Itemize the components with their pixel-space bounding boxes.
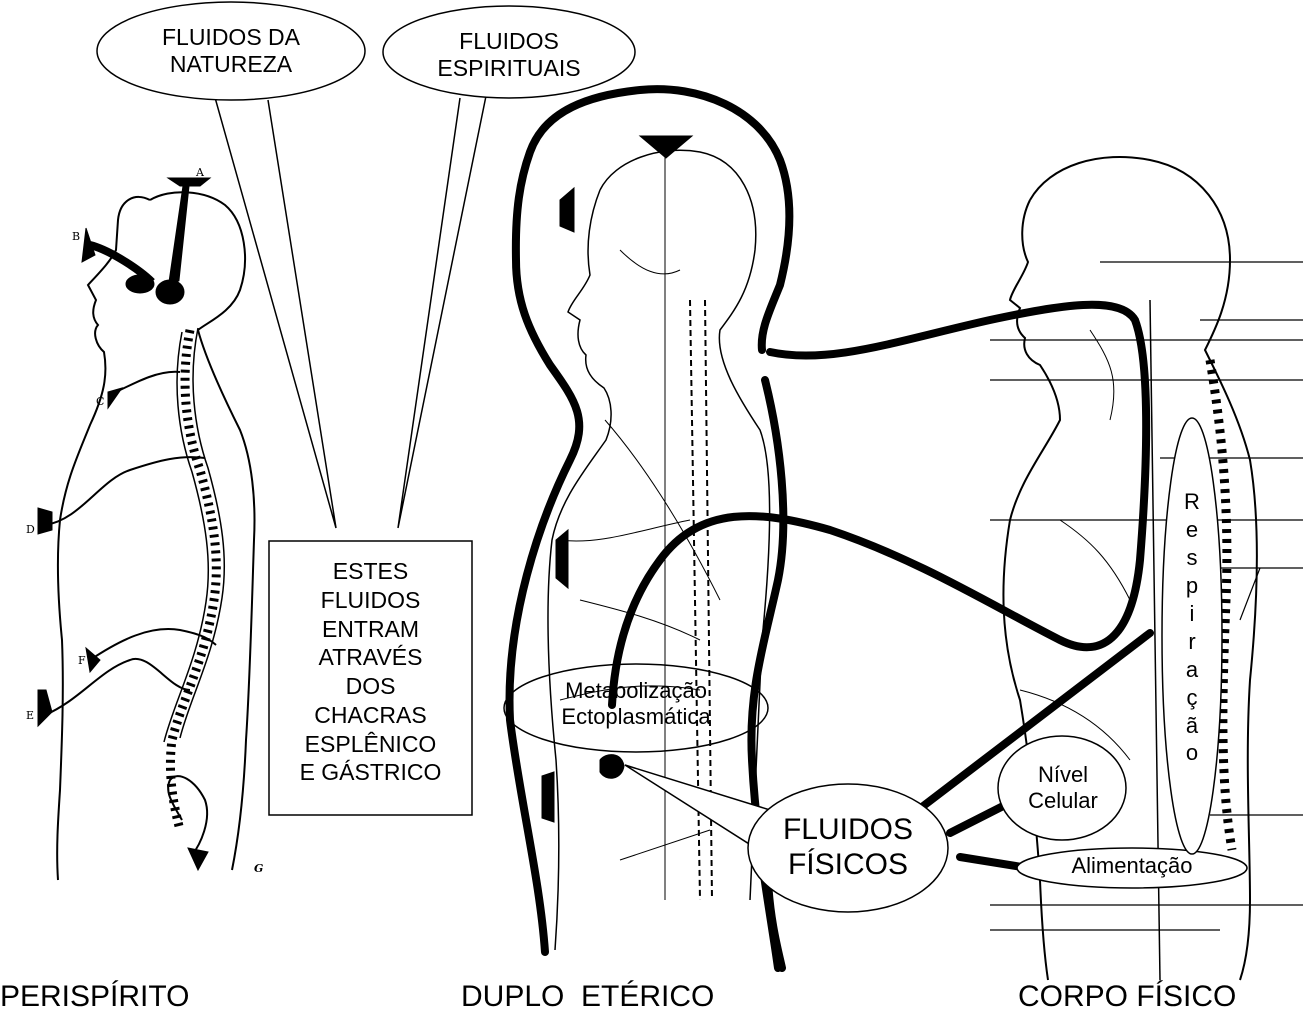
svg-text:G: G <box>254 862 263 875</box>
perispirito-chacras <box>38 178 210 870</box>
bubble-metabolizacao-text: Metabolização Ectoplasmática <box>526 678 746 730</box>
perispirito-figure <box>45 192 254 880</box>
bubble-espirituais-text: FLUIDOS ESPIRITUAIS <box>409 28 609 82</box>
title-duplo-eterico: DUPLO ETÉRICO <box>461 980 714 1014</box>
svg-text:F: F <box>78 654 86 667</box>
bubble-natureza-text: FLUIDOS DA NATUREZA <box>131 24 331 78</box>
svg-text:E: E <box>26 709 34 722</box>
svg-text:D: D <box>26 523 35 536</box>
bubble-respiracao-text: R e s p i r a ç ã o <box>1172 488 1212 767</box>
svg-text:C: C <box>96 395 104 408</box>
info-box-text: ESTES FLUIDOS ENTRAM ATRAVÉS DOS CHACRAS… <box>272 557 469 787</box>
svg-text:B: B <box>72 230 80 243</box>
title-perispirito: PERISPÍRITO <box>0 980 190 1014</box>
title-corpo-fisico: CORPO FÍSICO <box>1018 980 1236 1014</box>
bubble-alimentacao-text: Alimentação <box>1030 855 1234 877</box>
svg-text:A: A <box>195 166 205 179</box>
bubble-fisicos-text: FLUIDOS FÍSICOS <box>758 812 938 883</box>
bubble-espirituais-shape <box>383 6 635 528</box>
bubble-nivel-celular-text: Nível Celular <box>1008 762 1118 814</box>
